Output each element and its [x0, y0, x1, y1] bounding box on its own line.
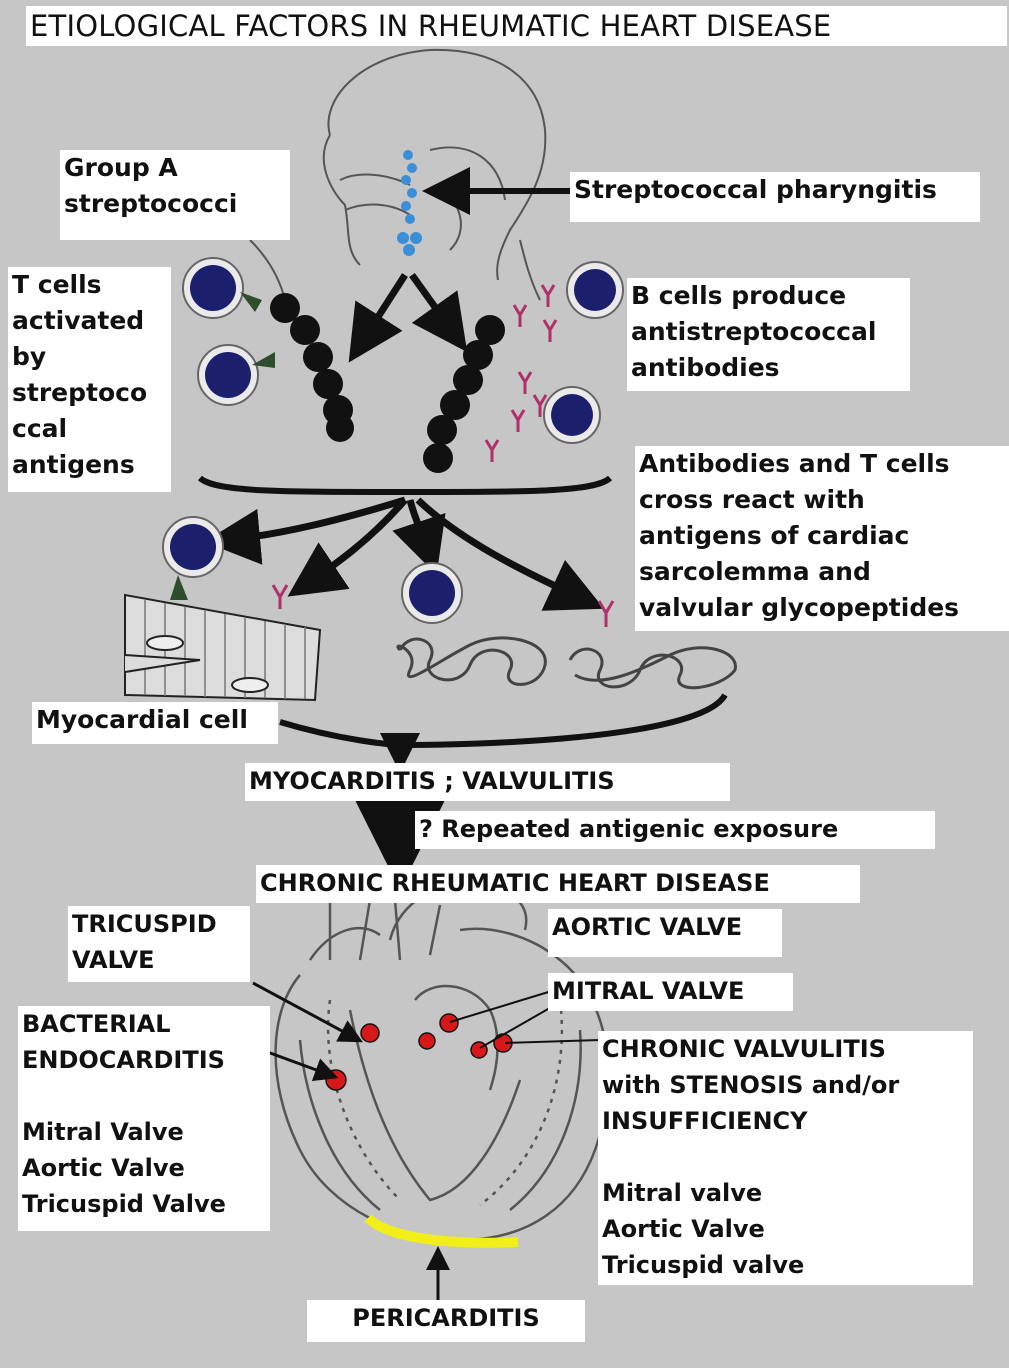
- pharynx-split-arrows: [360, 275, 455, 345]
- label-tricuspid-valve: TRICUSPID VALVE: [68, 906, 250, 982]
- label-streptococcal-pharyngitis: Streptococcal pharyngitis: [570, 172, 980, 222]
- lower-t-cells: [163, 517, 462, 623]
- label-aortic-valve: AORTIC VALVE: [548, 909, 782, 957]
- label-b-cells: B cells produce antistreptococcal antibo…: [627, 278, 910, 391]
- left-streptococcal-chain: [270, 293, 354, 442]
- b-cells-group: [544, 262, 623, 443]
- lower-convergence-curve: [280, 695, 725, 745]
- label-group-a-streptococci: Group A streptococci: [60, 150, 290, 240]
- diagram-title: ETIOLOGICAL FACTORS IN RHEUMATIC HEART D…: [26, 6, 1007, 46]
- label-t-cells-activated: T cells activated by streptoco ccal anti…: [8, 267, 171, 492]
- upper-brace: [200, 478, 610, 492]
- myocardial-cell-drawing: [125, 585, 320, 700]
- pericardium-band: [368, 1218, 518, 1243]
- antibodies: [486, 285, 556, 462]
- pharynx-bacteria: [397, 150, 422, 256]
- label-myocardial-cell: Myocardial cell: [32, 702, 278, 744]
- label-mitral-valve: MITRAL VALVE: [548, 973, 793, 1011]
- head-profile-sketch: [250, 50, 545, 300]
- label-chronic-rhd: CHRONIC RHEUMATIC HEART DISEASE: [256, 865, 860, 903]
- label-chronic-valvulitis: CHRONIC VALVULITIS with STENOSIS and/or …: [598, 1031, 973, 1285]
- label-myocarditis-valvulitis: MYOCARDITIS ; VALVULITIS: [245, 763, 730, 801]
- label-bacterial-endocarditis: BACTERIAL ENDOCARDITIS Mitral Valve Aort…: [18, 1006, 270, 1231]
- t-cells-group: [183, 258, 275, 405]
- label-repeated-exposure: ? Repeated antigenic exposure: [415, 811, 935, 849]
- pointer-lines: [253, 983, 600, 1300]
- label-cross-react: Antibodies and T cells cross react with …: [635, 446, 1009, 631]
- label-pericarditis: PERICARDITIS: [307, 1300, 585, 1342]
